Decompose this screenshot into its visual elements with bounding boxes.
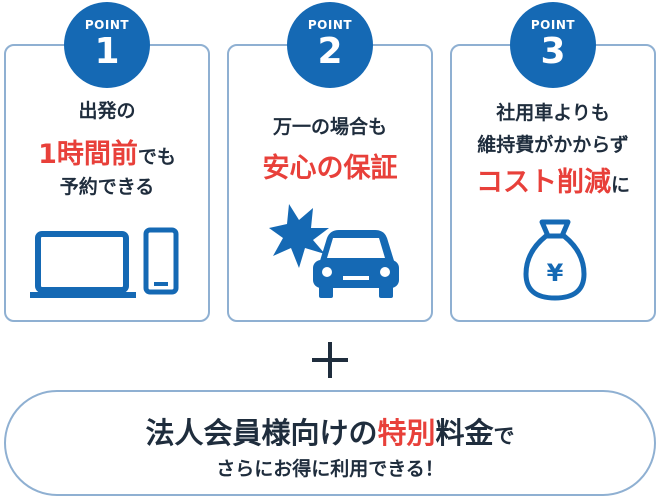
laptop-and-phone-icon xyxy=(30,227,179,298)
point-badge-number: 1 xyxy=(94,31,120,72)
point-1-line2-tail: でも xyxy=(137,146,176,168)
point-3-line3: コスト削減に xyxy=(452,160,654,199)
point-2-highlight: 安心の保証 xyxy=(262,153,398,184)
point-badge-label: POINT xyxy=(84,18,130,32)
plus-icon xyxy=(310,340,350,380)
point-3-line2: 維持費がかからず xyxy=(477,134,629,156)
banner-highlight: 特別 xyxy=(377,416,436,450)
point-badge-number: 3 xyxy=(540,31,566,72)
point-card-2: POINT 2 万一の場合も 安心の保証 xyxy=(227,2,433,322)
point-3-line3-tail: に xyxy=(610,174,630,196)
banner-headline: 法人会員様向けの特別料金で xyxy=(6,410,654,452)
car-crash-icon xyxy=(269,204,399,298)
special-rate-banner: 法人会員様向けの特別料金で さらにお得に利用できる！ xyxy=(4,390,656,496)
point-card-3: POINT 3 社用車よりも 維持費がかからず コスト削減に ¥ xyxy=(450,2,656,322)
point-2-line1: 万一の場合も xyxy=(272,116,387,138)
point-1-line1: 出発の xyxy=(78,100,136,122)
point-1-line2: 1時間前でも xyxy=(6,132,208,171)
point-badge-label: POINT xyxy=(307,18,353,32)
money-bag-yen-icon: ¥ xyxy=(523,219,587,301)
point-badge-1: POINT 1 xyxy=(64,2,150,88)
banner-subtext: さらにお得に利用できる！ xyxy=(216,458,444,480)
banner-tail-text: で xyxy=(493,424,515,448)
point-3-line1: 社用車よりも xyxy=(496,102,610,124)
point-badge-number: 2 xyxy=(317,31,343,72)
point-card-1: POINT 1 出発の 1時間前でも 予約できる xyxy=(4,2,210,322)
point-badge-label: POINT xyxy=(530,18,576,32)
point-badge-2: POINT 2 xyxy=(287,2,373,88)
point-1-line3: 予約できる xyxy=(59,176,155,198)
svg-text:¥: ¥ xyxy=(547,259,564,287)
point-1-highlight: 1時間前 xyxy=(38,139,138,170)
point-badge-3: POINT 3 xyxy=(510,2,596,88)
banner-head-text: 法人会員様向けの xyxy=(145,416,378,450)
banner-mid-text: 料金 xyxy=(435,416,494,450)
point-3-highlight: コスト削減 xyxy=(475,167,611,198)
